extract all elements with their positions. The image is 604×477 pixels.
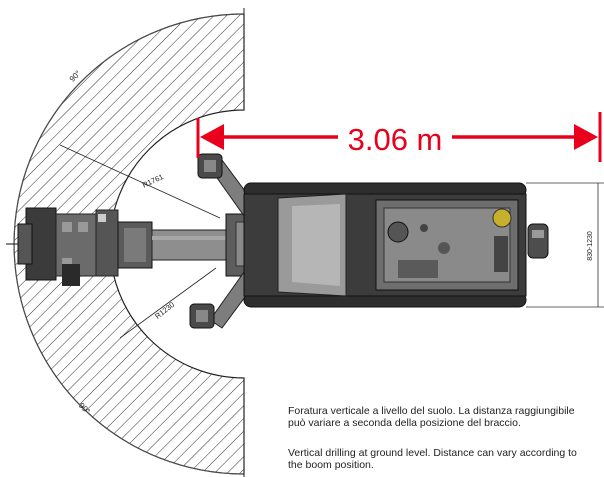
track-width-label: 830-1230 (587, 231, 594, 261)
inner-radius-line (119, 267, 217, 339)
outer-radius-line (59, 144, 221, 219)
angle-top-label: 90° (68, 69, 83, 84)
inner-radius-label: R1230 (153, 300, 176, 321)
caption-english: Vertical drilling at ground level. Dista… (288, 447, 577, 471)
track-width-dimension: 830-1230 (526, 182, 604, 308)
caption-italian: Foratura verticale a livello del suolo. … (288, 405, 575, 429)
rear-unit (527, 223, 549, 259)
chassis (243, 193, 527, 297)
overall-width-dimension: 3.06 m (196, 112, 602, 162)
drill-head (17, 207, 119, 286)
overall-width-label: 3.06 m (348, 122, 443, 157)
